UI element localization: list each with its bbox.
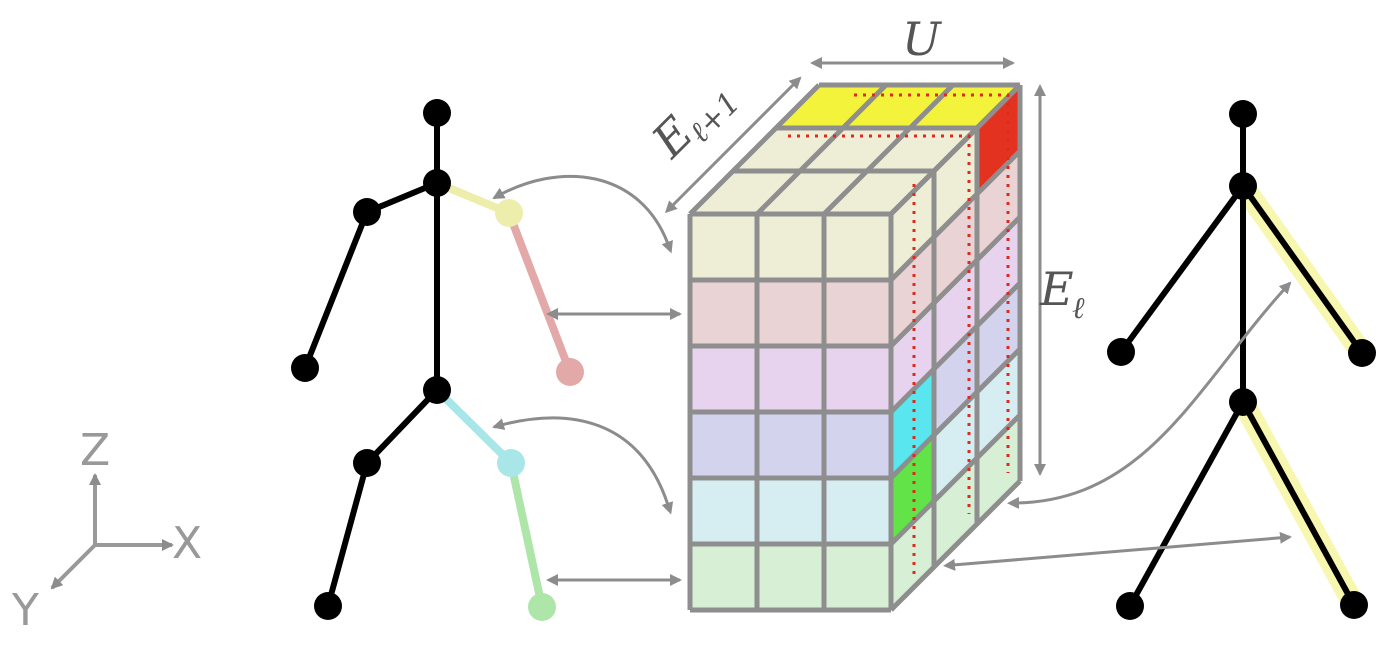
- arm-upper-mapping-arrow: [492, 174, 673, 254]
- left-knee-joint: [497, 449, 525, 477]
- left-elbow-joint: [495, 199, 523, 227]
- tensor-top-cell: [843, 85, 953, 128]
- tensor-front-cell: [757, 544, 824, 610]
- tensor-side-cell: [934, 392, 977, 501]
- tensor-front-cell: [824, 412, 891, 478]
- tensor-dotted-guide: [788, 134, 971, 514]
- tensor-front-cell: [690, 478, 757, 544]
- height-label-subscript: ℓ: [1072, 291, 1085, 326]
- tensor-side-cell: [891, 237, 934, 346]
- tensor-front-cell: [824, 544, 891, 610]
- right-arm-mapping-arrow: [1007, 281, 1292, 509]
- tensor-top-cell: [776, 85, 886, 128]
- tensor-front-cell: [757, 478, 824, 544]
- tensor-front-cell: [757, 346, 824, 412]
- leg-upper-mapping-arrow: [492, 416, 674, 515]
- tensor-side-cell: [934, 326, 977, 435]
- tensor-grid-line: [889, 413, 1022, 546]
- tensor-top-cell: [867, 128, 977, 171]
- coordinate-axes: Z X Y: [11, 425, 202, 636]
- tensor-top-cell: [910, 85, 1020, 128]
- tensor-front-cell: [690, 346, 757, 412]
- tensor-top-cell: [824, 171, 934, 214]
- skeleton-left: [291, 99, 584, 621]
- mapping-arrows: [492, 174, 1292, 586]
- left-leg-lower: [507, 459, 546, 611]
- tensor-grid-line: [889, 83, 1022, 216]
- tensor-side-cell: [934, 194, 977, 303]
- left-foot-joint: [528, 593, 556, 621]
- tensor-grid-line: [889, 215, 1022, 348]
- tensor-grid-line: [822, 83, 955, 216]
- tensor-front-cell: [757, 214, 824, 280]
- tensor-front-cell: [757, 412, 824, 478]
- tensor-front-cell: [824, 214, 891, 280]
- tensor-front-cell: [824, 346, 891, 412]
- tensor-side-cell: [891, 435, 934, 544]
- tensor-front-cell: [690, 412, 757, 478]
- tensor-side-cell: [891, 369, 934, 478]
- tensor-side-cell: [977, 151, 1020, 260]
- z-axis-label: Z: [80, 425, 110, 476]
- right-leg-mapping-arrow: [943, 531, 1292, 571]
- depth-dimension-arrow: [664, 76, 802, 214]
- tensor-grid-line: [889, 281, 1022, 414]
- left-hand-joint: [556, 358, 584, 386]
- tensor-front-cell: [690, 280, 757, 346]
- tensor-side-cell: [977, 217, 1020, 326]
- y-axis: [50, 543, 97, 590]
- tensor-front-cell: [824, 280, 891, 346]
- tensor-side-cell: [934, 128, 977, 237]
- tensor-front-cell: [690, 544, 757, 610]
- width-label: U: [902, 12, 943, 66]
- height-label: E: [1039, 262, 1074, 316]
- x-axis-label: X: [172, 518, 202, 569]
- y-axis-label: Y: [11, 585, 39, 636]
- tensor-front-cell: [824, 478, 891, 544]
- tensor-cube: [687, 82, 1023, 613]
- tensor-front-cell: [690, 214, 757, 280]
- tensor-top-cell: [800, 128, 910, 171]
- tensor-front-cell: [757, 280, 824, 346]
- left-arm-lower: [505, 209, 574, 376]
- tensor-side-cell: [891, 171, 934, 280]
- tensor-side-cell: [934, 260, 977, 369]
